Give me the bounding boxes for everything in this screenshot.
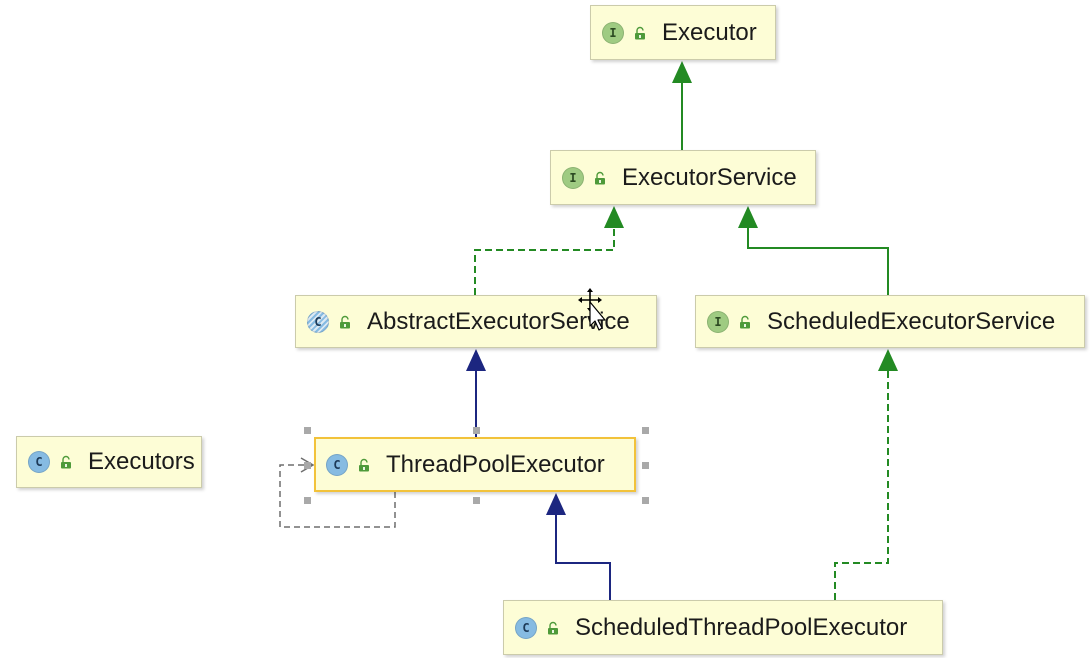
arrowhead	[878, 349, 898, 371]
class-icon: C	[515, 616, 537, 639]
node-scheduledexecutorservice[interactable]: I ScheduledExecutorService	[695, 295, 1085, 348]
selection-handle-top-left[interactable]	[304, 427, 311, 434]
abstract-class-icon: C	[307, 310, 329, 333]
node-label: Executors	[88, 448, 195, 475]
arrowhead	[738, 206, 758, 228]
selection-handle-bottom-left[interactable]	[304, 497, 311, 504]
node-threadpoolexecutor[interactable]: C ThreadPoolExecutor	[314, 437, 636, 492]
interface-icon: I	[562, 166, 584, 189]
selection-handle-top-center[interactable]	[473, 427, 480, 434]
edge-abstractexecutorservice-to-executorservice	[474, 206, 624, 295]
edge-scheduledthreadpoolexecutor-to-scheduledexecutorservice	[834, 349, 898, 600]
selection-handle-middle-left[interactable]	[304, 462, 311, 469]
public-access-icon	[634, 26, 646, 40]
public-access-icon	[594, 171, 606, 185]
node-label: ScheduledThreadPoolExecutor	[575, 613, 908, 641]
class-icon: C	[28, 451, 50, 473]
arrowhead	[672, 61, 692, 83]
class-icon: C	[326, 453, 348, 476]
interface-icon-letter: I	[609, 25, 617, 40]
selection-handle-bottom-center[interactable]	[473, 497, 480, 504]
edge-threadpoolexecutor-to-abstractexecutorservice	[466, 349, 486, 437]
open-arrowhead	[300, 457, 315, 473]
public-access-icon	[547, 621, 559, 635]
class-icon-letter: C	[314, 314, 322, 329]
class-icon-letter: C	[522, 620, 530, 635]
selection-handle-bottom-right[interactable]	[642, 497, 649, 504]
node-label: ExecutorService	[622, 163, 797, 191]
node-label: Executor	[662, 18, 757, 46]
node-abstractexecutorservice[interactable]: C AbstractExecutorService	[295, 295, 657, 348]
public-access-icon	[339, 315, 351, 329]
node-label: AbstractExecutorService	[367, 307, 630, 335]
node-label: ThreadPoolExecutor	[386, 450, 605, 478]
selection-handle-middle-right[interactable]	[642, 462, 649, 469]
edge-scheduledexecutorservice-to-executorservice	[738, 206, 889, 295]
public-access-icon	[358, 458, 370, 472]
node-label: ScheduledExecutorService	[767, 307, 1056, 335]
edge-threadpoolexecutor-self-dependency	[279, 457, 396, 528]
public-access-icon	[60, 455, 72, 469]
edge-scheduledthreadpoolexecutor-to-threadpoolexecutor	[546, 493, 611, 600]
arrowhead	[604, 206, 624, 228]
node-executors[interactable]: C Executors	[16, 436, 202, 488]
selection-handle-top-right[interactable]	[642, 427, 649, 434]
node-scheduledthreadpoolexecutor[interactable]: C ScheduledThreadPoolExecutor	[503, 600, 943, 655]
class-icon-letter: C	[35, 455, 43, 469]
interface-icon: I	[707, 310, 729, 333]
arrowhead	[546, 493, 566, 515]
public-access-icon	[739, 315, 751, 329]
node-executorservice[interactable]: I ExecutorService	[550, 150, 816, 205]
interface-icon-letter: I	[569, 170, 577, 185]
class-icon-letter: C	[333, 457, 341, 472]
interface-icon-letter: I	[714, 314, 722, 329]
edge-executorservice-to-executor	[672, 61, 692, 150]
node-executor[interactable]: I Executor	[590, 5, 776, 60]
interface-icon: I	[602, 21, 624, 44]
mouse-cursor-icon	[578, 288, 606, 331]
arrowhead	[466, 349, 486, 371]
